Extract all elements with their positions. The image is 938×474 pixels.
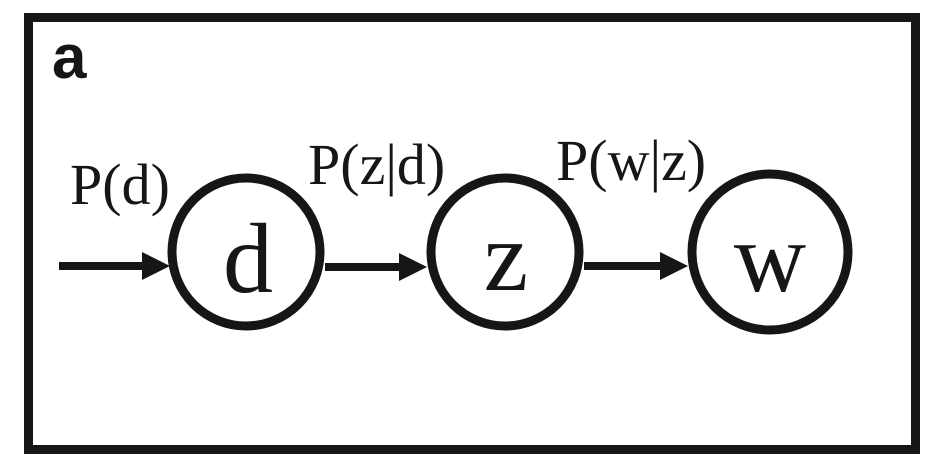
node-d: d bbox=[167, 173, 325, 331]
node-z-label: z bbox=[484, 201, 528, 312]
edge-prior-to-d bbox=[59, 252, 170, 280]
edge-label-p-z-given-d: P(z|d) bbox=[308, 132, 445, 197]
edge-label-p-w-given-z: P(w|z) bbox=[556, 128, 706, 193]
panel-label: a bbox=[52, 23, 87, 92]
arrowhead-icon bbox=[399, 253, 427, 281]
node-d-circle bbox=[167, 173, 325, 331]
node-d-label: d bbox=[223, 203, 273, 314]
edge-z-to-w bbox=[584, 252, 688, 280]
node-z: z bbox=[426, 173, 584, 331]
edge-label-p-d: P(d) bbox=[70, 152, 170, 217]
node-w-circle bbox=[687, 169, 853, 335]
arrowhead-icon bbox=[142, 252, 170, 280]
node-w-label: w bbox=[734, 202, 806, 313]
arrowhead-icon bbox=[660, 252, 688, 280]
node-w: w bbox=[687, 169, 853, 335]
edge-d-to-z bbox=[325, 253, 427, 281]
node-z-circle bbox=[426, 173, 584, 331]
